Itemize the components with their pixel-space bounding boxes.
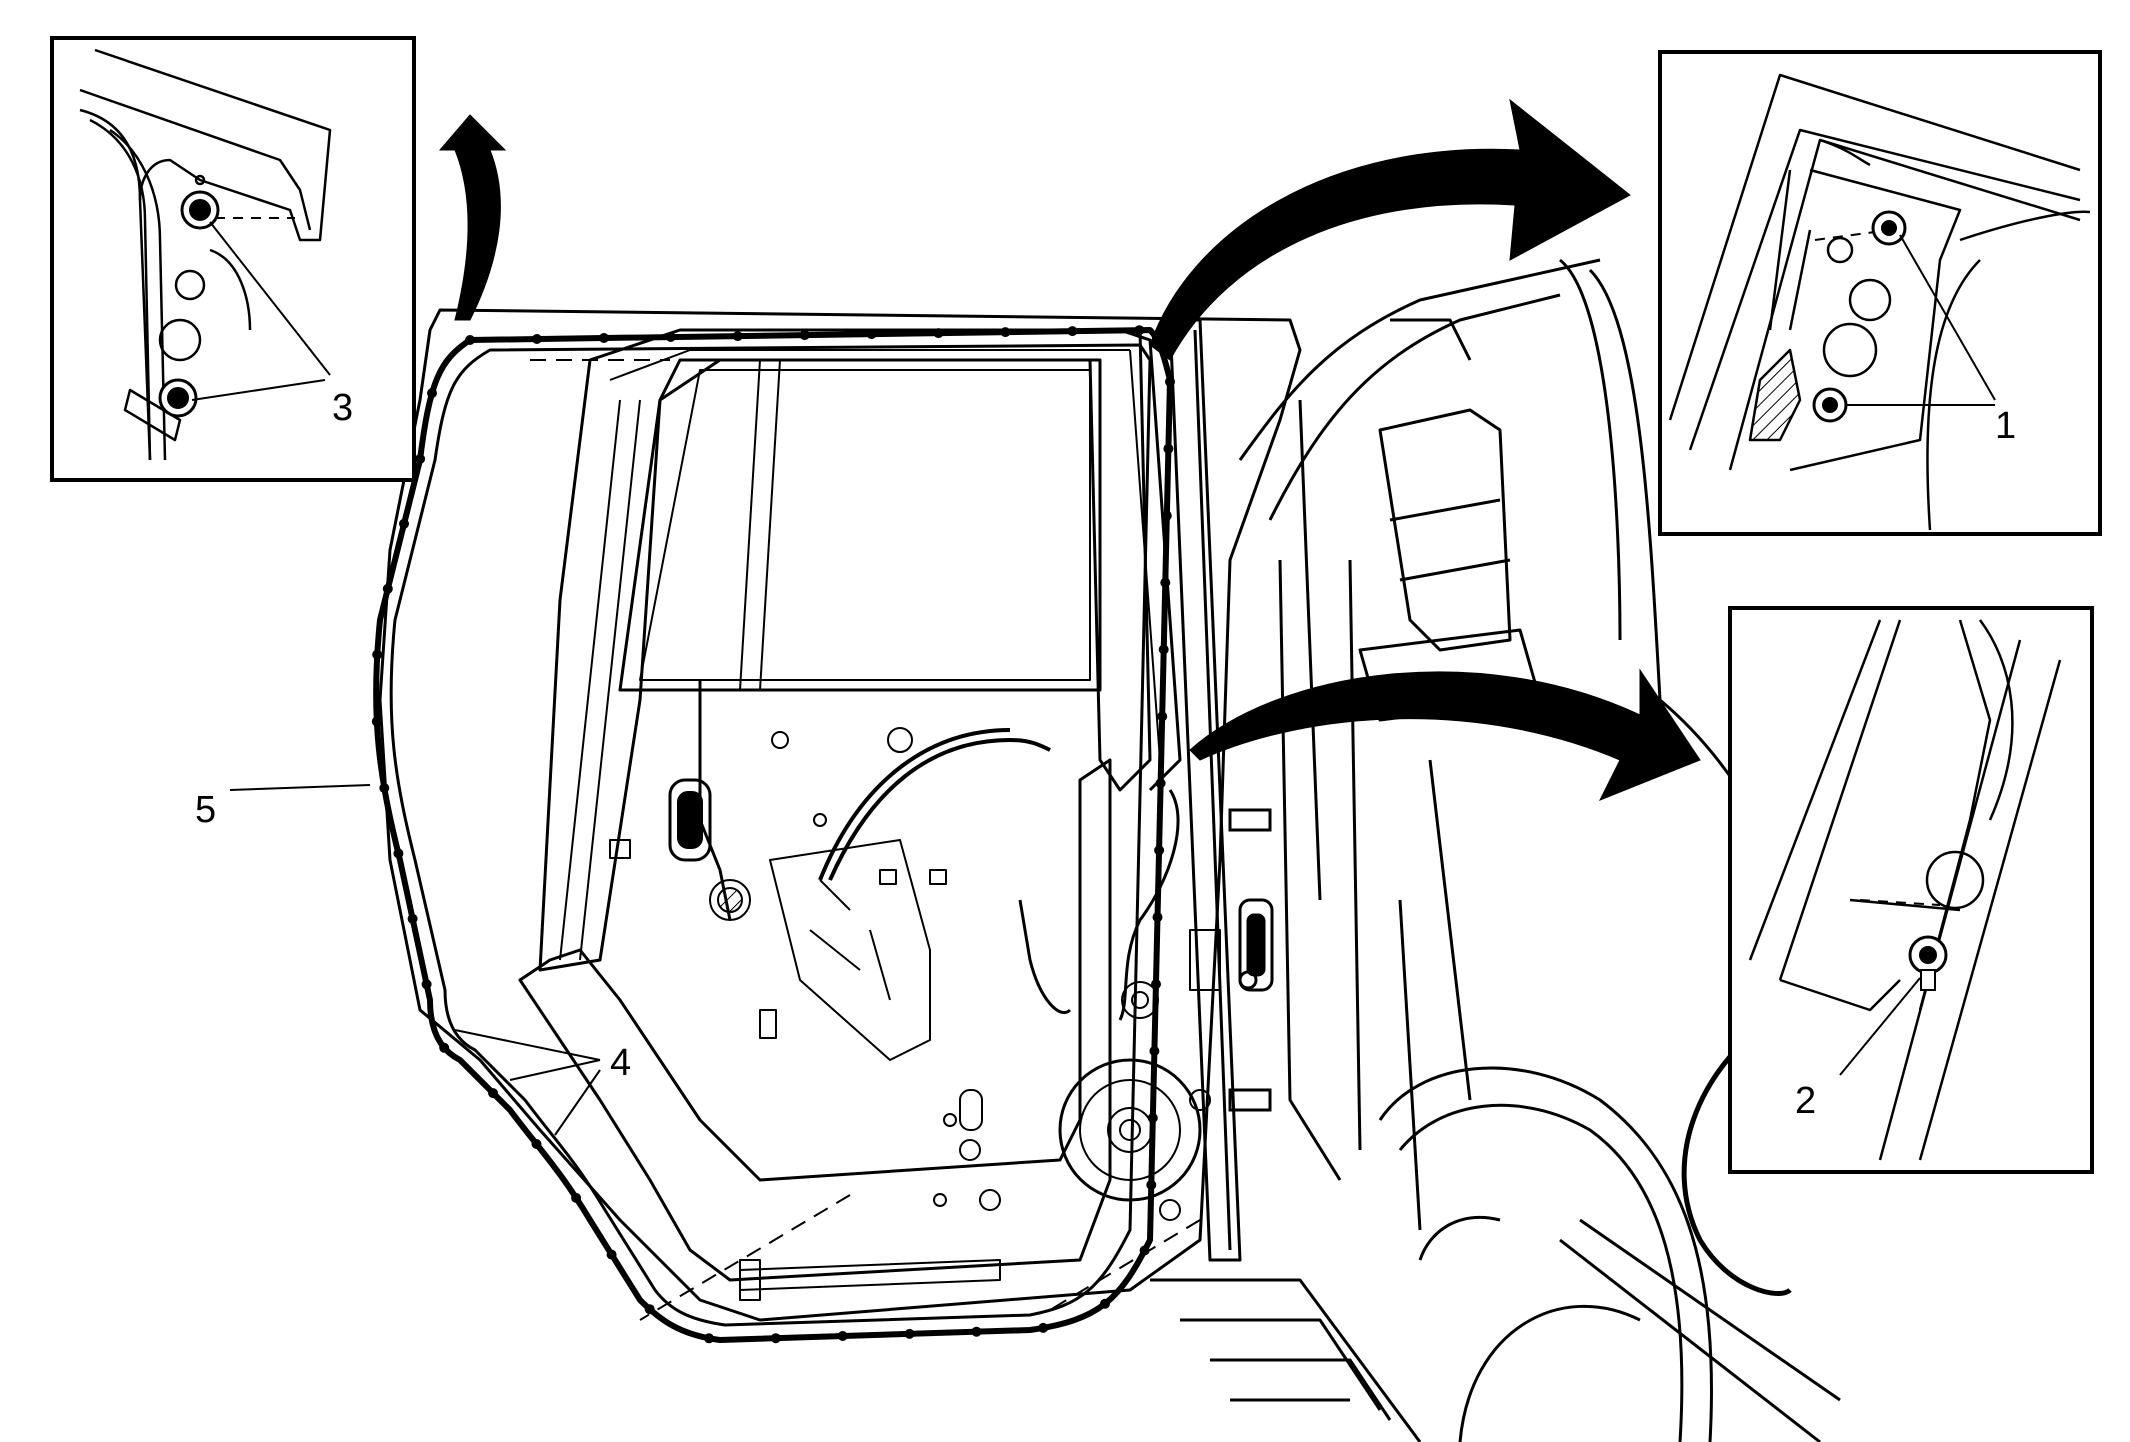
callout-1: 1	[1995, 405, 2016, 447]
weatherstrip-clip	[1154, 845, 1165, 856]
callout-2: 2	[1795, 1080, 1816, 1122]
weatherstrip-clip	[837, 1331, 848, 1341]
weatherstrip-clip	[644, 1304, 655, 1315]
weatherstrip-clip	[606, 1249, 617, 1260]
weatherstrip-clip	[371, 716, 382, 727]
weatherstrip-clip	[531, 334, 542, 344]
fastener-icon	[1812, 210, 1907, 423]
weatherstrip-clip	[1000, 327, 1011, 338]
weatherstrip-clip	[1134, 325, 1145, 336]
weatherstrip-clip	[427, 388, 437, 399]
weatherstrip-clip	[1161, 510, 1172, 521]
grommet-icon	[1908, 935, 1948, 991]
weatherstrip-clip	[933, 328, 944, 339]
callout-4: 4	[610, 1042, 631, 1084]
weatherstrip-clip	[1146, 1179, 1157, 1190]
weatherstrip-clip	[399, 518, 409, 529]
callout-labels: 1 2 3 4 5	[195, 387, 2016, 1122]
weatherstrip-clip	[415, 453, 426, 464]
weatherstrip-clip	[465, 335, 475, 345]
weatherstrip-clip	[1147, 1112, 1158, 1123]
weatherstrip-clip	[1149, 1046, 1160, 1056]
fastener-icon	[158, 190, 220, 418]
weatherstrip-clip	[421, 979, 432, 990]
inset-callout-2	[1728, 606, 2094, 1174]
inset-callout-3	[50, 36, 416, 482]
leader-line-5	[229, 784, 371, 791]
weatherstrip-clip	[1163, 443, 1174, 454]
weatherstrip-clip	[665, 332, 676, 342]
weatherstrip-clip	[372, 649, 383, 660]
weatherstrip-clip	[770, 1333, 781, 1344]
weatherstrip-clip	[1038, 1322, 1049, 1333]
weatherstrip-clip	[1151, 979, 1161, 990]
reference-dashed-lines	[530, 359, 1201, 1321]
callout-5: 5	[195, 789, 216, 831]
weatherstrip-clip	[1155, 778, 1166, 789]
weatherstrip-clip	[1158, 644, 1169, 655]
callout-3: 3	[332, 387, 353, 429]
curved-arrow-icon	[438, 98, 1701, 801]
weatherstrip-clip	[1100, 1298, 1110, 1309]
weatherstrip-clip	[531, 1139, 542, 1149]
weatherstrip-clip	[379, 783, 390, 793]
weatherstrip-clip	[1067, 326, 1078, 337]
weatherstrip-clip	[1165, 376, 1175, 387]
weatherstrip-clip	[439, 1042, 450, 1053]
weatherstrip-clip	[1160, 577, 1171, 588]
inset-callout-1	[1658, 50, 2102, 536]
weatherstrip-clip	[799, 330, 810, 341]
leader-lines-4	[454, 1029, 601, 1136]
weatherstrip-clip	[1152, 912, 1163, 923]
weatherstrip-clip	[488, 1088, 499, 1099]
weatherstrip-clip	[704, 1333, 714, 1344]
weatherstrip-clip	[1139, 1245, 1150, 1256]
weatherstrip-clip	[971, 1326, 982, 1337]
weatherstrip-clip	[732, 331, 743, 342]
weatherstrip-clip	[571, 1192, 582, 1203]
weatherstrip-clip	[407, 913, 418, 924]
weatherstrip-clip	[866, 329, 877, 340]
striker	[1228, 808, 1274, 1112]
weatherstrip-clip	[904, 1328, 915, 1339]
weatherstrip-clip	[1157, 711, 1168, 722]
weatherstrip-clip	[598, 333, 609, 343]
weatherstrip-clips	[371, 325, 1175, 1344]
weatherstrip-clip	[382, 583, 393, 594]
weatherstrip-clip	[393, 848, 404, 859]
